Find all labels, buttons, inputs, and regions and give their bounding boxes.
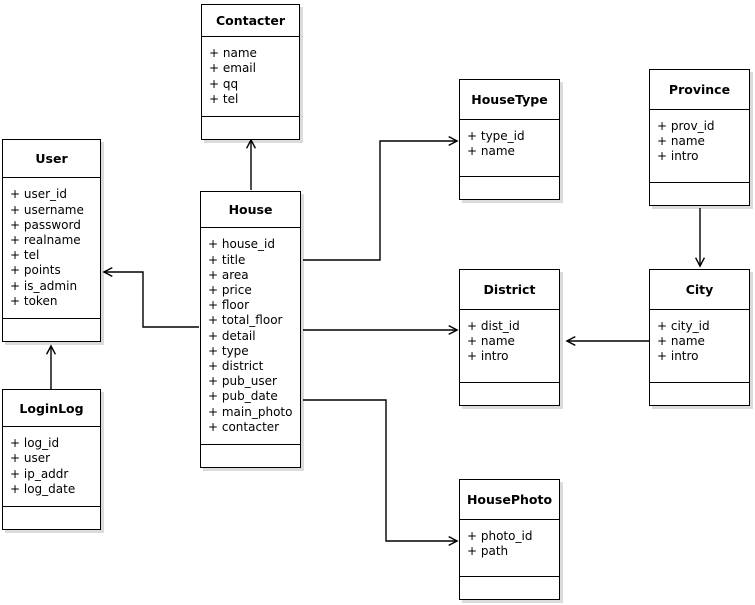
attribute: + pub_user — [208, 374, 277, 389]
class-attributes-user: + user_id + username + password + realna… — [3, 178, 100, 319]
attribute: + area — [208, 267, 249, 282]
class-name-text: HousePhoto — [466, 492, 553, 507]
uml-class-city[interactable]: City + city_id + name + intro — [649, 269, 750, 406]
class-name-text: Province — [668, 82, 731, 97]
attribute: + qq — [209, 76, 239, 91]
uml-class-housephoto[interactable]: HousePhoto + photo_id + path — [459, 479, 560, 600]
uml-class-housetype[interactable]: HouseType + type_id + name — [459, 79, 560, 200]
edge-house-user — [104, 272, 199, 328]
attribute: + detail — [208, 328, 256, 343]
attribute: + points — [10, 263, 61, 278]
class-attributes-district: + dist_id + name + intro — [460, 310, 559, 383]
attribute: + is_admin — [10, 278, 78, 293]
attribute: + intro — [657, 349, 699, 364]
class-attributes-province: + prov_id + name + intro — [650, 110, 749, 183]
attribute: + main_photo — [208, 404, 293, 419]
class-name-text: House — [228, 202, 273, 218]
attribute: + name — [467, 144, 515, 159]
class-name-text: City — [685, 282, 714, 297]
attribute: + password — [10, 217, 81, 232]
uml-class-house[interactable]: House + house_id + title + area + price … — [200, 191, 301, 468]
class-operations-user — [3, 319, 100, 341]
class-operations-housephoto — [460, 577, 559, 599]
attribute: + tel — [209, 91, 239, 106]
class-operations-house — [201, 445, 300, 467]
class-attributes-loginlog: + log_id + user + ip_addr + log_date — [3, 427, 100, 507]
attribute: + total_floor — [208, 313, 283, 328]
class-name-housephoto: HousePhoto — [460, 480, 559, 520]
class-name-contacter: Contacter — [202, 5, 299, 38]
edge-house-housetype — [303, 141, 457, 261]
attribute: + path — [467, 544, 509, 559]
class-name-city: City — [650, 270, 749, 310]
attribute: + floor — [208, 298, 250, 313]
class-operations-housetype — [460, 177, 559, 199]
attribute: + dist_id — [467, 319, 520, 333]
class-operations-district — [460, 383, 559, 405]
class-attributes-contacter: + name + email + qq + tel — [202, 37, 299, 117]
attribute: + type_id — [467, 129, 525, 143]
class-attributes-city: + city_id + name + intro — [650, 310, 749, 383]
attribute: + tel — [10, 248, 40, 263]
attribute: + type — [208, 343, 249, 358]
class-operations-contacter — [202, 117, 299, 139]
class-name-province: Province — [650, 70, 749, 110]
attribute: + name — [209, 46, 257, 61]
class-attributes-housephoto: + photo_id + path — [460, 520, 559, 577]
class-operations-city — [650, 383, 749, 405]
class-name-housetype: HouseType — [460, 80, 559, 120]
class-name-text: Contacter — [215, 13, 286, 29]
class-name-house: House — [201, 192, 300, 229]
class-name-text: LoginLog — [19, 400, 84, 416]
attribute: + log_id — [10, 436, 60, 451]
class-operations-loginlog — [3, 507, 100, 529]
class-name-text: District — [483, 282, 536, 297]
attribute: + contacter — [208, 419, 280, 434]
attribute: + intro — [657, 149, 699, 164]
uml-class-loginlog[interactable]: LoginLog + log_id + user + ip_addr + log… — [2, 389, 101, 530]
attribute: + name — [657, 134, 705, 149]
attribute: + user_id — [10, 187, 67, 202]
uml-class-user[interactable]: User + user_id + username + password + r… — [2, 139, 101, 342]
attribute: + city_id — [657, 319, 710, 333]
class-attributes-housetype: + type_id + name — [460, 120, 559, 177]
class-attributes-house: + house_id + title + area + price + floo… — [201, 228, 300, 445]
attribute: + house_id — [208, 237, 276, 252]
attribute: + realname — [10, 232, 81, 247]
uml-class-contacter[interactable]: Contacter + name + email + qq + tel — [201, 4, 300, 140]
attribute: + photo_id — [467, 529, 533, 543]
attribute: + pub_date — [208, 389, 278, 404]
attribute: + price — [208, 282, 252, 297]
class-operations-province — [650, 183, 749, 205]
class-name-text: User — [35, 151, 68, 167]
attribute: + email — [209, 61, 256, 76]
class-name-user: User — [3, 140, 100, 179]
edge-house-housephoto — [303, 399, 457, 541]
uml-class-province[interactable]: Province + prov_id + name + intro — [649, 69, 750, 206]
attribute: + ip_addr — [10, 466, 69, 481]
attribute: + district — [208, 358, 264, 373]
attribute: + name — [657, 334, 705, 349]
attribute: + token — [10, 293, 58, 308]
class-name-loginlog: LoginLog — [3, 390, 100, 428]
attribute: + user — [10, 451, 51, 466]
attribute: + log_date — [10, 481, 76, 496]
class-name-text: HouseType — [471, 92, 548, 107]
attribute: + prov_id — [657, 119, 715, 133]
attribute: + title — [208, 252, 246, 267]
attribute: + name — [467, 334, 515, 349]
uml-class-district[interactable]: District + dist_id + name + intro — [459, 269, 560, 406]
class-name-district: District — [460, 270, 559, 310]
attribute: + username — [10, 202, 84, 217]
attribute: + intro — [467, 349, 509, 364]
